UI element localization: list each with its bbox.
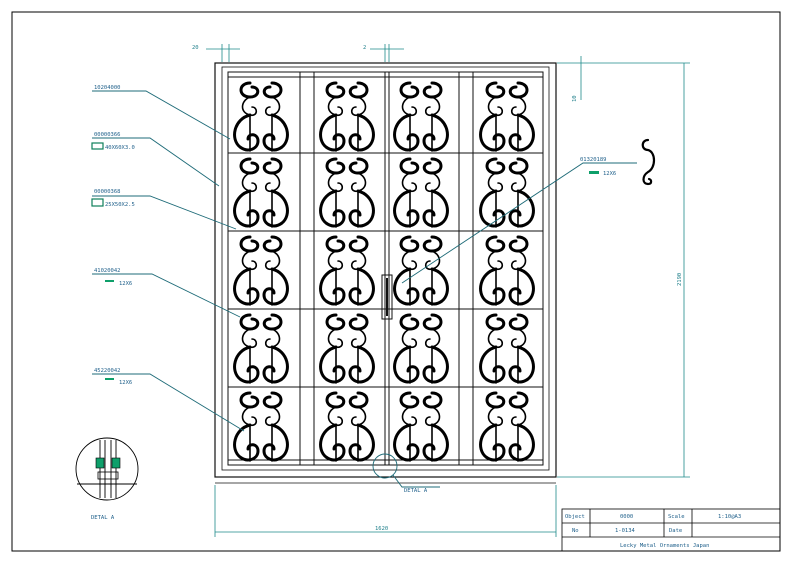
scroll-ornament bbox=[481, 315, 534, 383]
scroll-ornament bbox=[321, 393, 374, 461]
scroll-ornament bbox=[235, 159, 288, 227]
detail-a-view bbox=[75, 437, 139, 501]
scroll-ornament bbox=[481, 83, 534, 151]
part-code: 45220042 bbox=[94, 368, 121, 374]
dim-height: 2190 bbox=[677, 273, 683, 286]
scroll-ornament bbox=[321, 83, 374, 151]
object-value: 0000 bbox=[620, 514, 633, 520]
part-size: 12X6 bbox=[603, 171, 616, 177]
part-size: 25X50X2.5 bbox=[105, 202, 135, 208]
scroll-ornament bbox=[235, 393, 288, 461]
title-block bbox=[561, 508, 781, 552]
scroll-ornament bbox=[235, 237, 288, 305]
dim-top-left: 20 bbox=[192, 45, 199, 51]
no-label: No bbox=[572, 528, 579, 534]
flat-bar-icon bbox=[105, 378, 114, 380]
scroll-ornament bbox=[321, 159, 374, 227]
s-scroll-profile-icon bbox=[641, 138, 656, 186]
detail-callout-circle bbox=[372, 453, 398, 479]
object-label: Object bbox=[565, 514, 585, 520]
part-code: 41020042 bbox=[94, 268, 121, 274]
gate-frame bbox=[214, 62, 557, 484]
tube-section-icon bbox=[91, 142, 104, 150]
sheet-border bbox=[11, 11, 781, 552]
detail-callout-label: DETAL A bbox=[404, 488, 428, 494]
part-code: 10204000 bbox=[94, 85, 121, 91]
dim-width: 1620 bbox=[375, 526, 388, 532]
part-code: 00000368 bbox=[94, 189, 121, 195]
dim-top-right: 10 bbox=[572, 95, 578, 102]
scroll-ornament bbox=[395, 237, 448, 305]
scroll-ornament bbox=[321, 237, 374, 305]
scroll-ornament bbox=[321, 315, 374, 383]
scroll-ornament bbox=[235, 83, 288, 151]
dimension-lines bbox=[206, 44, 690, 537]
tube-section-icon bbox=[91, 198, 104, 207]
flat-bar-icon bbox=[105, 280, 114, 282]
no-value: 1-0134 bbox=[615, 528, 636, 534]
part-leaders bbox=[92, 90, 637, 432]
ornament-grid bbox=[235, 83, 534, 461]
scroll-ornament bbox=[395, 315, 448, 383]
part-code: 00000366 bbox=[94, 132, 121, 138]
scroll-ornament bbox=[481, 393, 534, 461]
detail-view-label: DETAL A bbox=[91, 515, 115, 521]
part-size: 40X60X3.0 bbox=[105, 145, 135, 151]
scroll-ornament bbox=[481, 237, 534, 305]
part-size: 12X6 bbox=[119, 281, 132, 287]
scroll-ornament bbox=[395, 83, 448, 151]
scroll-ornament bbox=[395, 159, 448, 227]
scroll-ornament bbox=[235, 315, 288, 383]
dim-top-mid: 2 bbox=[363, 45, 366, 51]
part-size: 12X6 bbox=[119, 380, 132, 386]
part-code: 01320189 bbox=[580, 157, 607, 163]
flat-bar-icon bbox=[589, 171, 599, 174]
scale-label: Scale bbox=[668, 514, 685, 520]
scroll-ornament bbox=[395, 393, 448, 461]
scroll-ornament bbox=[481, 159, 534, 227]
company-name: Lecky Metal Ornaments Japan bbox=[620, 543, 709, 549]
date-label: Date bbox=[669, 528, 682, 534]
scale-value: 1:10@A3 bbox=[718, 514, 741, 520]
